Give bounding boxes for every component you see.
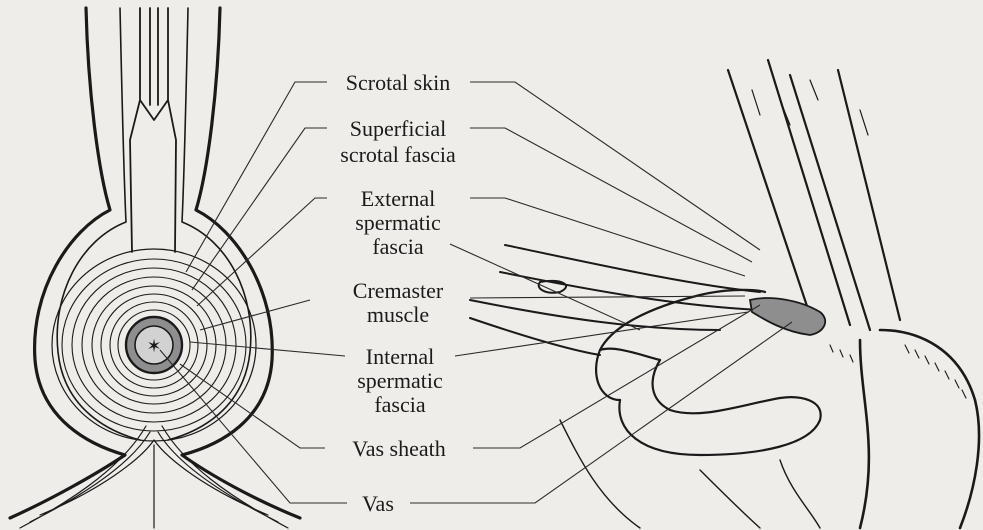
label-superficial-line2: scrotal fascia <box>340 142 456 167</box>
cord-strands <box>470 245 760 355</box>
leader-vas-sheath-right <box>473 305 760 448</box>
label-external-line2: spermatic <box>355 210 441 235</box>
leader-cremaster-right <box>470 296 745 298</box>
label-internal-line1: Internal <box>366 344 434 369</box>
label-vas: Vas <box>362 491 394 516</box>
vas-lumen-star-icon: ✶ <box>146 336 161 356</box>
leader-vas-sheath-left <box>180 364 325 448</box>
leader-internal-fascia-left <box>190 342 345 356</box>
leader-external-fascia-right-2 <box>450 244 640 330</box>
label-external-line3: fascia <box>372 234 424 259</box>
leader-scrotal-skin-left <box>186 82 327 272</box>
vas-segment <box>596 349 660 400</box>
label-internal-line3: fascia <box>374 392 426 417</box>
label-vas-sheath: Vas sheath <box>352 436 445 461</box>
operative-view-drawing <box>470 60 979 528</box>
cross-section-drawing: ✶ <box>10 8 300 528</box>
median-raphe <box>130 8 176 252</box>
delivered-vas-sheath <box>750 298 825 335</box>
superficial-fascia-layer <box>57 8 251 440</box>
leader-lines <box>160 82 792 503</box>
forceps-blade-detail <box>752 80 868 135</box>
label-scrotal-skin: Scrotal skin <box>346 70 451 95</box>
scrotum-outline-right <box>860 330 979 528</box>
leader-external-fascia-right <box>470 198 745 276</box>
lower-tissue-lines <box>560 420 820 528</box>
label-superficial-line1: Superficial <box>350 116 447 141</box>
labels: Scrotal skin Superficial scrotal fascia … <box>340 70 456 516</box>
label-cremaster-line1: Cremaster <box>353 278 444 303</box>
leader-scrotal-skin-right <box>470 82 760 250</box>
label-cremaster-line2: muscle <box>367 302 429 327</box>
leader-cremaster-left <box>200 300 310 330</box>
label-internal-line2: spermatic <box>357 368 443 393</box>
label-external-line1: External <box>361 186 436 211</box>
